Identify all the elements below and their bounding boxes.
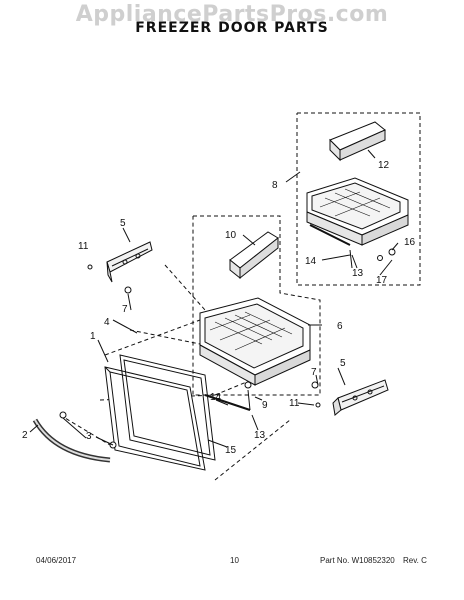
footer-revision: Rev. C: [403, 556, 427, 565]
upper-divider-bin: [329, 121, 386, 162]
freezer-door-panel: [104, 366, 206, 471]
upper-basket-group-box: [296, 112, 421, 286]
callout-16: 16: [404, 237, 416, 248]
watermark: AppliancePartsPros.com: [75, 2, 389, 27]
callout-2: 2: [22, 430, 28, 441]
callout-8: 8: [272, 180, 278, 191]
upper-freezer-basket: [306, 177, 409, 246]
left-slide-rail: [106, 241, 153, 283]
callout-5-right: 5: [340, 358, 346, 369]
footer-page-number: 10: [230, 556, 239, 565]
callout-13-upper: 13: [352, 268, 364, 279]
callout-1: 1: [90, 331, 96, 342]
upper-basket-rod: [309, 224, 351, 246]
callout-11-right: 11: [289, 398, 300, 409]
callout-11-left: 11: [78, 241, 89, 252]
door-gasket: [119, 354, 216, 461]
callout-15: 15: [225, 445, 237, 456]
callout-4: 4: [104, 317, 110, 328]
callout-3: 3: [86, 431, 92, 442]
footer-date: 04/06/2017: [36, 556, 77, 565]
lower-divider-bin: [229, 231, 279, 280]
callout-5-left: 5: [120, 218, 126, 229]
page-title: FREEZER DOOR PARTS: [135, 20, 329, 36]
footer-part-number: Part No. W10852320: [320, 556, 395, 565]
door-handle: [32, 418, 111, 463]
callout-9: 9: [262, 400, 268, 411]
lower-basket-rod: [204, 394, 251, 411]
callout-10: 10: [225, 230, 237, 241]
callout-7-left: 7: [122, 304, 128, 315]
callout-14-lower: 14: [210, 392, 222, 403]
callout-17: 17: [376, 275, 388, 286]
right-slide-rail: [332, 379, 389, 416]
callout-14-upper: 14: [305, 256, 317, 267]
callout-13-lower: 13: [254, 430, 266, 441]
callout-12: 12: [378, 160, 390, 171]
lower-freezer-basket: [199, 297, 311, 386]
lower-basket-group-box: [192, 215, 321, 396]
callout-leaders: [29, 149, 399, 448]
callout-6: 6: [337, 321, 343, 332]
callout-7-right: 7: [311, 367, 317, 378]
